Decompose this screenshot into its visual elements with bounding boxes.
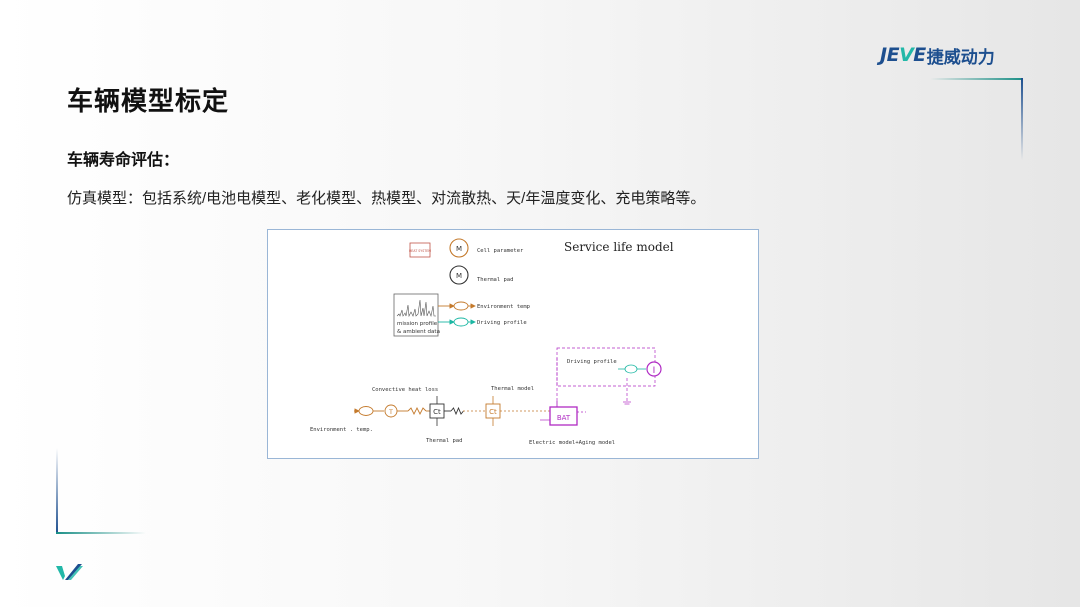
drv-box-port [624, 364, 638, 374]
ambient-data-label: & ambient data [397, 329, 440, 335]
conduction-resistor [450, 406, 464, 416]
env-temp-port [453, 301, 469, 311]
environment-temp-label: Environment temp [477, 304, 530, 310]
convective-heat-loss-label: Convective heat loss [372, 387, 438, 393]
battery-block [549, 406, 578, 426]
cell-parameter-m: M [456, 245, 462, 253]
frame-bottom-left-h [56, 532, 146, 534]
frame-top-right-h [930, 78, 1023, 80]
temperature-source-t: T [388, 409, 393, 416]
drv-profile-port [453, 317, 469, 327]
thermal-pad-bottom-label: Thermal pad [426, 438, 462, 444]
thermal-model-label: Thermal model [491, 386, 534, 392]
brand-logo: JEVE 捷威动力 [880, 44, 995, 68]
thermal-pad-ct: Ct [433, 408, 441, 416]
environment-temp-bottom-label: Environment . temp. [310, 427, 373, 433]
heat-source-label: HEAT SYSTEM [409, 249, 431, 253]
logo-latin: JEVE [880, 44, 926, 66]
thermal-pad-top-label: Thermal pad [477, 277, 513, 283]
thermal-pad-symbol [449, 265, 469, 285]
driving-profile-box-label: Driving profile [567, 359, 617, 365]
frame-top-right-v [1021, 78, 1023, 160]
electric-aging-model-label: Electric model+Aging model [529, 440, 615, 446]
description-text: 仿真模型：包括系统/电池电模型、老化模型、热模型、对流散热、天/年温度变化、充电… [67, 190, 706, 207]
env-temp-bottom-port [358, 406, 374, 416]
service-life-diagram: Service life model HEAT SYSTEM M Cell pa… [310, 238, 674, 446]
mission-profile-label: mission profile [397, 321, 438, 327]
current-source-symbol [646, 361, 662, 377]
driving-profile-top-label: Driving profile [477, 320, 527, 326]
driving-profile-box [556, 347, 656, 387]
thermal-pad-m: M [456, 272, 462, 280]
brand-mark-icon [56, 564, 83, 580]
section-subtitle: 车辆寿命评估： [67, 152, 180, 169]
logo-chinese: 捷威动力 [926, 47, 995, 68]
page-title: 车辆模型标定 [67, 86, 230, 116]
current-source-i: I [653, 366, 656, 376]
cell-parameter-label: Cell parameter [477, 248, 524, 254]
convection-resistor [407, 406, 427, 416]
service-life-model-figure: Service life model HEAT SYSTEM M Cell pa… [267, 229, 759, 459]
thermal-model-ct: Ct [489, 408, 497, 416]
heat-source-box [409, 242, 431, 258]
mission-profile-waveform [396, 299, 436, 318]
cell-parameter-symbol [449, 238, 469, 258]
diagram-heading: Service life model [564, 240, 674, 254]
battery-label: BAT [557, 414, 571, 422]
frame-bottom-left-v [56, 448, 58, 534]
